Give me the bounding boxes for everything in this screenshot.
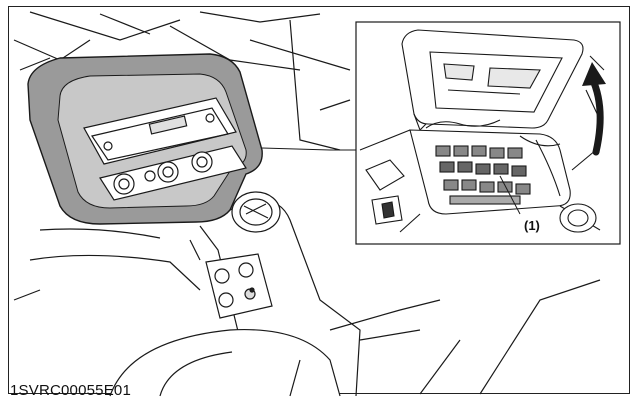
socket-panel bbox=[205, 253, 273, 319]
open-direction-arrow bbox=[582, 62, 606, 156]
knob-center bbox=[157, 161, 179, 183]
knob-left bbox=[113, 173, 135, 195]
socket-upper-left bbox=[214, 268, 230, 284]
inset-leader-line bbox=[261, 147, 356, 151]
inset-fuse-box: (1) bbox=[261, 21, 621, 245]
callout-leader bbox=[499, 175, 521, 215]
knob-right bbox=[191, 151, 213, 173]
figure-code-label: 1SVRC00055E01 bbox=[10, 382, 132, 399]
dashboard-console-drawing bbox=[13, 11, 601, 397]
fuse-array bbox=[435, 145, 531, 205]
callout-label-1: (1) bbox=[524, 218, 540, 233]
inset-knob bbox=[559, 203, 597, 233]
